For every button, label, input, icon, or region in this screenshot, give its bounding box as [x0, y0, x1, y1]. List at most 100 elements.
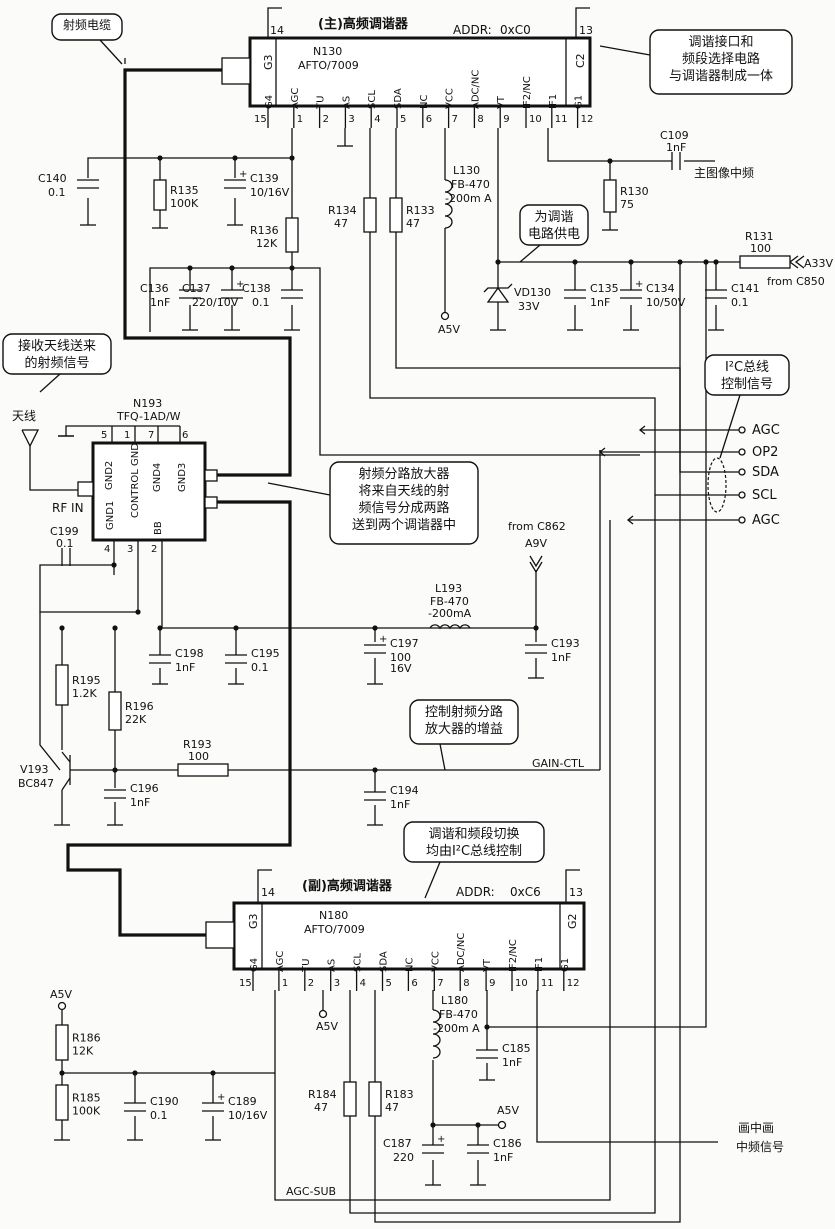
main-tuner-ref: N130: [313, 45, 342, 58]
bus-terminal-4: [738, 516, 746, 524]
c185-value: 1nF: [502, 1056, 522, 1069]
l130-ref: L130: [453, 164, 480, 177]
from-c862-label: from C862: [508, 520, 566, 533]
pin-name-scl: SCL: [353, 953, 364, 972]
sub-pin-network: AGC-SUB 画中画 中频信号: [61, 472, 784, 1223]
i2c-bus-line-0: I²C总线: [725, 360, 769, 375]
c134-polarity: +: [635, 279, 643, 290]
r186-value: 12K: [72, 1045, 94, 1058]
pin-number-6: 6: [411, 978, 417, 989]
agc-sub-label: AGC-SUB: [286, 1185, 336, 1198]
splitter-label-5: BB: [153, 521, 164, 535]
junction-dot-0: [157, 155, 163, 161]
r193-value: 100: [188, 750, 209, 763]
main-tuner-addr: 0xC0: [500, 23, 531, 37]
c193-value: 1nF: [551, 651, 571, 664]
c193-ref: C193: [551, 637, 580, 650]
splitter-label-4: GND1: [105, 501, 116, 530]
splitter-pin4: 4: [104, 544, 110, 555]
c194-value: 1nF: [390, 798, 410, 811]
sub-tuner-body: [232, 901, 586, 971]
splitter-rf-in-port: [77, 481, 94, 497]
pin-name-sda: SDA: [379, 951, 390, 972]
junction-dot-9: [703, 259, 709, 265]
splitter-label-3: GND3: [177, 463, 188, 492]
r196-value: 22K: [125, 713, 147, 726]
bus-label-op2-1: OP2: [752, 445, 778, 460]
c198-value: 1nF: [175, 661, 195, 674]
pin-name-adcnc: ADC/NC: [470, 70, 481, 109]
a9v-label: A9V: [525, 537, 548, 550]
pin-number-8: 8: [463, 978, 469, 989]
pin-number-4: 4: [374, 114, 380, 125]
sub-tuner-addr: 0xC6: [510, 885, 541, 899]
r131-value: 100: [750, 242, 771, 255]
r186-ref: R186: [72, 1032, 101, 1045]
pin-number-2: 2: [308, 978, 314, 989]
pin-name-if1: IF1: [534, 957, 545, 972]
rf-cable-main: [123, 68, 222, 315]
junction-dot-11: [495, 259, 501, 265]
l130-rating: -200m A: [445, 192, 492, 205]
c199-ref: C199: [50, 525, 79, 538]
r134-value: 47: [334, 217, 348, 230]
c137-ref: C137: [182, 282, 211, 295]
c138-value: 0.1: [252, 296, 270, 309]
label-g3-sub: G3: [247, 913, 260, 929]
l193-value: FB-470: [430, 595, 469, 608]
pin-name-sda: SDA: [393, 88, 404, 109]
pin-number-11: 11: [541, 978, 554, 989]
c189-value: 10/16V: [228, 1109, 268, 1122]
transistor-v193: V193 BC847: [18, 751, 71, 825]
antenna-icon: 天线: [12, 409, 78, 491]
antenna-signal-line-1: 的射频信号: [24, 355, 89, 371]
pin-name-vcc: VCC: [430, 951, 441, 972]
pin-number-1: 1: [282, 978, 288, 989]
junction-dot-15: [112, 625, 118, 631]
a5v-sub-vcc-label: A5V: [497, 1104, 520, 1117]
pin-name-g1: G1: [574, 95, 585, 109]
pin-number-9: 9: [489, 978, 495, 989]
junction-dot-2: [289, 155, 295, 161]
sub-tuner-pins: G415AGC1TU2AS3SCL4SDA5NC6VCC7ADC/NC8VT9I…: [239, 933, 580, 991]
a9v-supply: from C862 A9V: [508, 520, 566, 574]
c190-ref: C190: [150, 1095, 179, 1108]
c187-polarity: +: [437, 1134, 445, 1145]
r195-value: 1.2K: [72, 687, 97, 700]
splitter-desc-line-3: 送到两个调谐器中: [352, 518, 456, 533]
bus-label-agc-0: AGC: [752, 423, 780, 438]
splitter-body: [91, 441, 207, 542]
junction-dot-13: [111, 562, 117, 568]
main-tuner-title: (主)高频调谐器: [318, 16, 409, 32]
splitter-ref: N193: [133, 397, 162, 410]
tune-interface-line-0: 调谐接口和: [688, 34, 753, 50]
pin-number-11: 11: [555, 114, 568, 125]
junction-dot-23: [132, 1070, 138, 1076]
pin-name-nc: NC: [404, 958, 415, 972]
junction-dot-18: [372, 625, 378, 631]
pin-name-g4: G4: [264, 95, 275, 109]
c136-ref: C136: [140, 282, 169, 295]
junction-dot-6: [572, 259, 578, 265]
pin-number-15: 15: [239, 978, 252, 989]
l180-value: FB-470: [439, 1008, 478, 1021]
c141-value: 0.1: [731, 296, 749, 309]
pip-if-label-1: 画中画: [738, 1120, 774, 1135]
pin-number-7: 7: [452, 114, 458, 125]
